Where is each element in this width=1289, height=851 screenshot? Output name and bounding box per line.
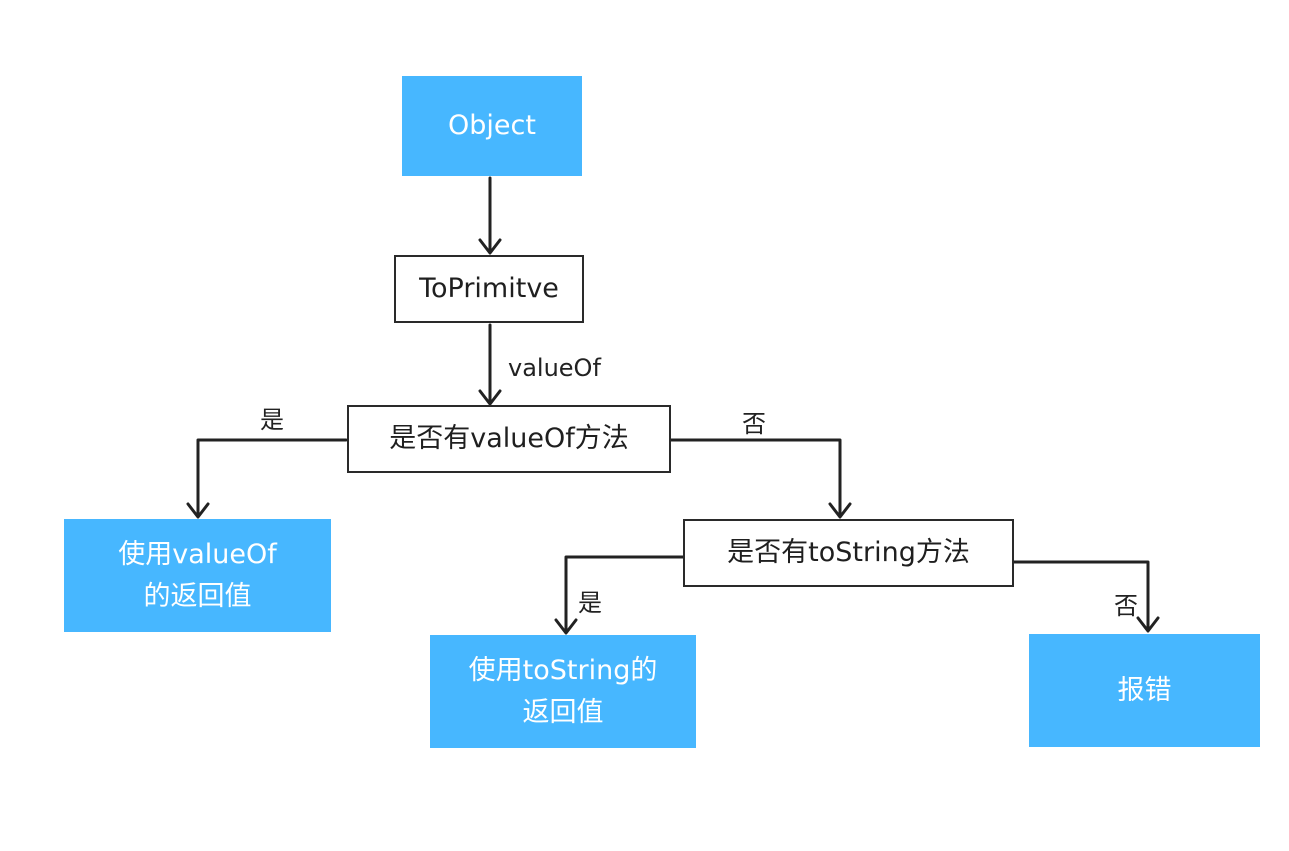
arrowhead-error	[1136, 616, 1160, 633]
node-error: 报错	[1029, 634, 1260, 747]
node-use-valueof: 使用valueOf 的返回值	[64, 519, 331, 632]
edge-label-valueof-call: valueOf	[508, 354, 601, 382]
edge-tostring-yes	[564, 555, 685, 634]
edge-label-tostring-no: 否	[1114, 592, 1138, 620]
arrowhead-toprimitive	[478, 238, 502, 255]
edge-valueof-yes	[196, 438, 348, 518]
node-to-primitive-label: ToPrimitve	[419, 273, 559, 305]
arrowhead-use-valueof	[186, 502, 210, 519]
edge-label-tostring-yes: 是	[578, 589, 602, 617]
node-error-label: 报错	[1117, 674, 1172, 706]
edge-tostring-no	[1012, 560, 1150, 632]
edge-label-valueof-yes: 是	[260, 406, 284, 434]
node-has-tostring: 是否有toString方法	[683, 519, 1014, 587]
arrowhead-use-tostring	[554, 618, 578, 635]
arrowhead-has-tostring	[828, 502, 852, 519]
node-use-valueof-label: 使用valueOf 的返回值	[118, 538, 277, 612]
node-to-primitive: ToPrimitve	[394, 255, 584, 323]
node-object: Object	[402, 76, 582, 176]
node-has-valueof-label: 是否有valueOf方法	[389, 423, 629, 455]
edge-valueof-no	[669, 438, 842, 518]
node-use-tostring-label: 使用toString的 返回值	[468, 654, 658, 728]
node-object-label: Object	[448, 110, 536, 142]
node-has-tostring-label: 是否有toString方法	[727, 537, 970, 569]
arrowhead-has-valueof	[478, 389, 502, 406]
edge-label-valueof-no: 否	[742, 410, 766, 438]
node-has-valueof: 是否有valueOf方法	[347, 405, 671, 473]
node-use-tostring: 使用toString的 返回值	[430, 635, 696, 748]
